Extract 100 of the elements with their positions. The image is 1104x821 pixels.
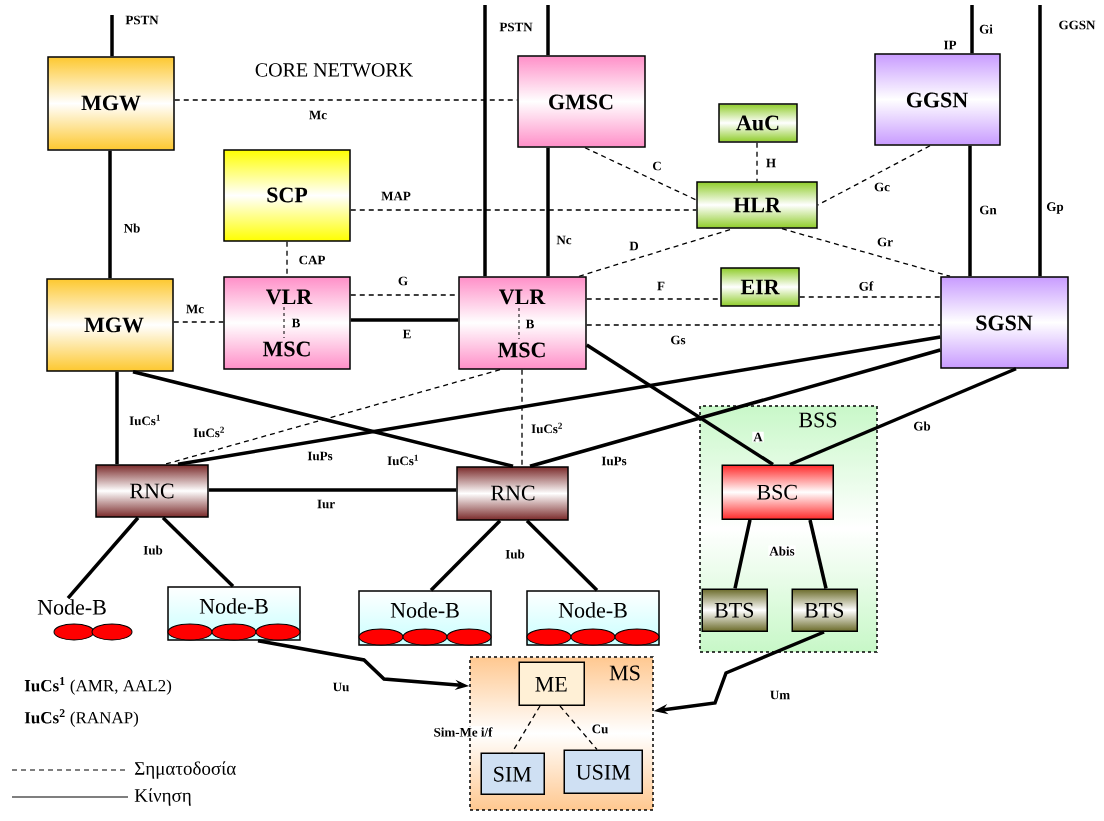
footnote: IuCs$^{2}$ (RANAP) [24, 709, 139, 727]
connection-line [586, 324, 941, 326]
external-link-line [483, 5, 487, 277]
connection-line [733, 519, 752, 589]
edge-label: MAP [380, 190, 412, 202]
base-station: Node-B [37, 599, 133, 641]
edge-label: Iub [142, 544, 164, 556]
network-element-box: BSC [721, 464, 834, 520]
network-element-box: GGSN [874, 53, 1001, 146]
edge-label: Um [768, 689, 792, 701]
connection-line [521, 369, 523, 467]
edge-label: Gi [978, 23, 994, 35]
edge-label: C [651, 160, 663, 172]
connection-line [173, 321, 224, 323]
connection-line [108, 150, 112, 279]
connection-line [559, 705, 598, 751]
edge-label: PSTN [124, 14, 160, 26]
network-element-box: BTS [701, 588, 768, 632]
network-element-box: HLR [696, 181, 818, 229]
connection-line [511, 705, 541, 754]
edge-label: Nb [122, 222, 142, 234]
edge-label: H [764, 157, 778, 169]
connection-line [161, 516, 235, 588]
edge-label: Sim-Me i/f [432, 726, 494, 738]
connection-line [586, 298, 721, 300]
network-element-box: SCP [223, 149, 351, 242]
section-title: CORE NETWORK [255, 63, 413, 77]
base-station: Node-B [167, 586, 301, 641]
connection-line [350, 209, 697, 211]
edge-label: Iur [315, 498, 337, 510]
edge-label: Gb [912, 420, 932, 432]
connection-line [968, 145, 972, 277]
external-link-line [1038, 5, 1042, 277]
edge-label: IuCs$^{1}$ [128, 413, 162, 427]
edge-label: Mc [185, 303, 206, 315]
edge-label: Gn [978, 204, 998, 216]
base-station: Node-B [526, 590, 660, 646]
edge-label: Uu [331, 681, 351, 693]
edge-label: D [628, 240, 640, 252]
network-element-box: EIR [720, 267, 800, 307]
connection-line [164, 369, 501, 465]
network-element-box: AuC [718, 103, 798, 143]
edge-label: Gp [1045, 201, 1065, 215]
external-link-line [110, 15, 114, 57]
legend-item: Κίνηση [11, 788, 191, 806]
network-element-box: GMSC [517, 55, 646, 148]
edge-label: Gs [669, 334, 687, 346]
network-element-box: MGW [46, 278, 174, 372]
connection-line [429, 519, 502, 592]
footnote: IuCs$^{1}$ (AMR, AAL2) [24, 677, 172, 695]
edge-label: Cu [590, 723, 610, 735]
connection-line [66, 516, 140, 600]
connection-line [546, 147, 550, 277]
network-element-box: USIM [563, 749, 643, 794]
network-element-box: SIM [480, 752, 545, 795]
connection-line [584, 147, 697, 201]
edge-label: IuPs [306, 450, 334, 462]
edge-label: F [656, 280, 666, 292]
connection-line [529, 348, 941, 468]
edge-label: G [396, 275, 410, 287]
network-element-box: RNC [95, 464, 209, 518]
edge-label: IuPs [600, 455, 628, 467]
external-link-line [546, 5, 550, 56]
node-label: Node-B [37, 599, 106, 615]
edge-label: PSTN [498, 21, 534, 33]
connection-line [789, 367, 1017, 467]
edge-label: E [401, 328, 413, 340]
connection-line [525, 519, 599, 592]
edge-label: IuCs$^{2}$ [192, 425, 226, 439]
edge-label: Abis [768, 545, 796, 557]
network-element-box: MGW [47, 56, 175, 151]
network-element-box: BTS [791, 588, 858, 632]
legend-item: Σηματοδοσία [11, 761, 236, 779]
network-element-box: VLR B MSC [458, 276, 587, 370]
edge-label: Nc [555, 234, 573, 246]
edge-label: IuCs$^{2}$ [530, 421, 564, 435]
connection-line [808, 519, 828, 589]
connection-line [817, 145, 931, 206]
base-station: Node-B [358, 590, 492, 646]
connection-line [756, 142, 758, 182]
edge-label: Gr [876, 236, 894, 248]
connection-line [115, 371, 119, 465]
connection-line [799, 296, 941, 298]
connection-line [585, 343, 774, 466]
connection-line [781, 228, 951, 277]
edge-label: IuCs$^{1}$ [386, 453, 420, 467]
connection-line [350, 318, 459, 322]
network-element-box: ME [518, 661, 585, 706]
edge-label: Iub [504, 548, 526, 560]
edge-label: Gc [873, 181, 891, 193]
edge-label: Mc [308, 109, 328, 121]
network-element-box: VLR B MSC [223, 276, 351, 370]
edge-label: Gf [857, 280, 875, 292]
interface-label: GGSN [1059, 20, 1096, 30]
external-link-line [970, 5, 974, 54]
network-element-box: RNC [456, 466, 569, 521]
edge-label: A [752, 431, 764, 443]
connection-line [208, 488, 457, 492]
connection-line [286, 241, 288, 277]
connection-line [177, 335, 941, 466]
